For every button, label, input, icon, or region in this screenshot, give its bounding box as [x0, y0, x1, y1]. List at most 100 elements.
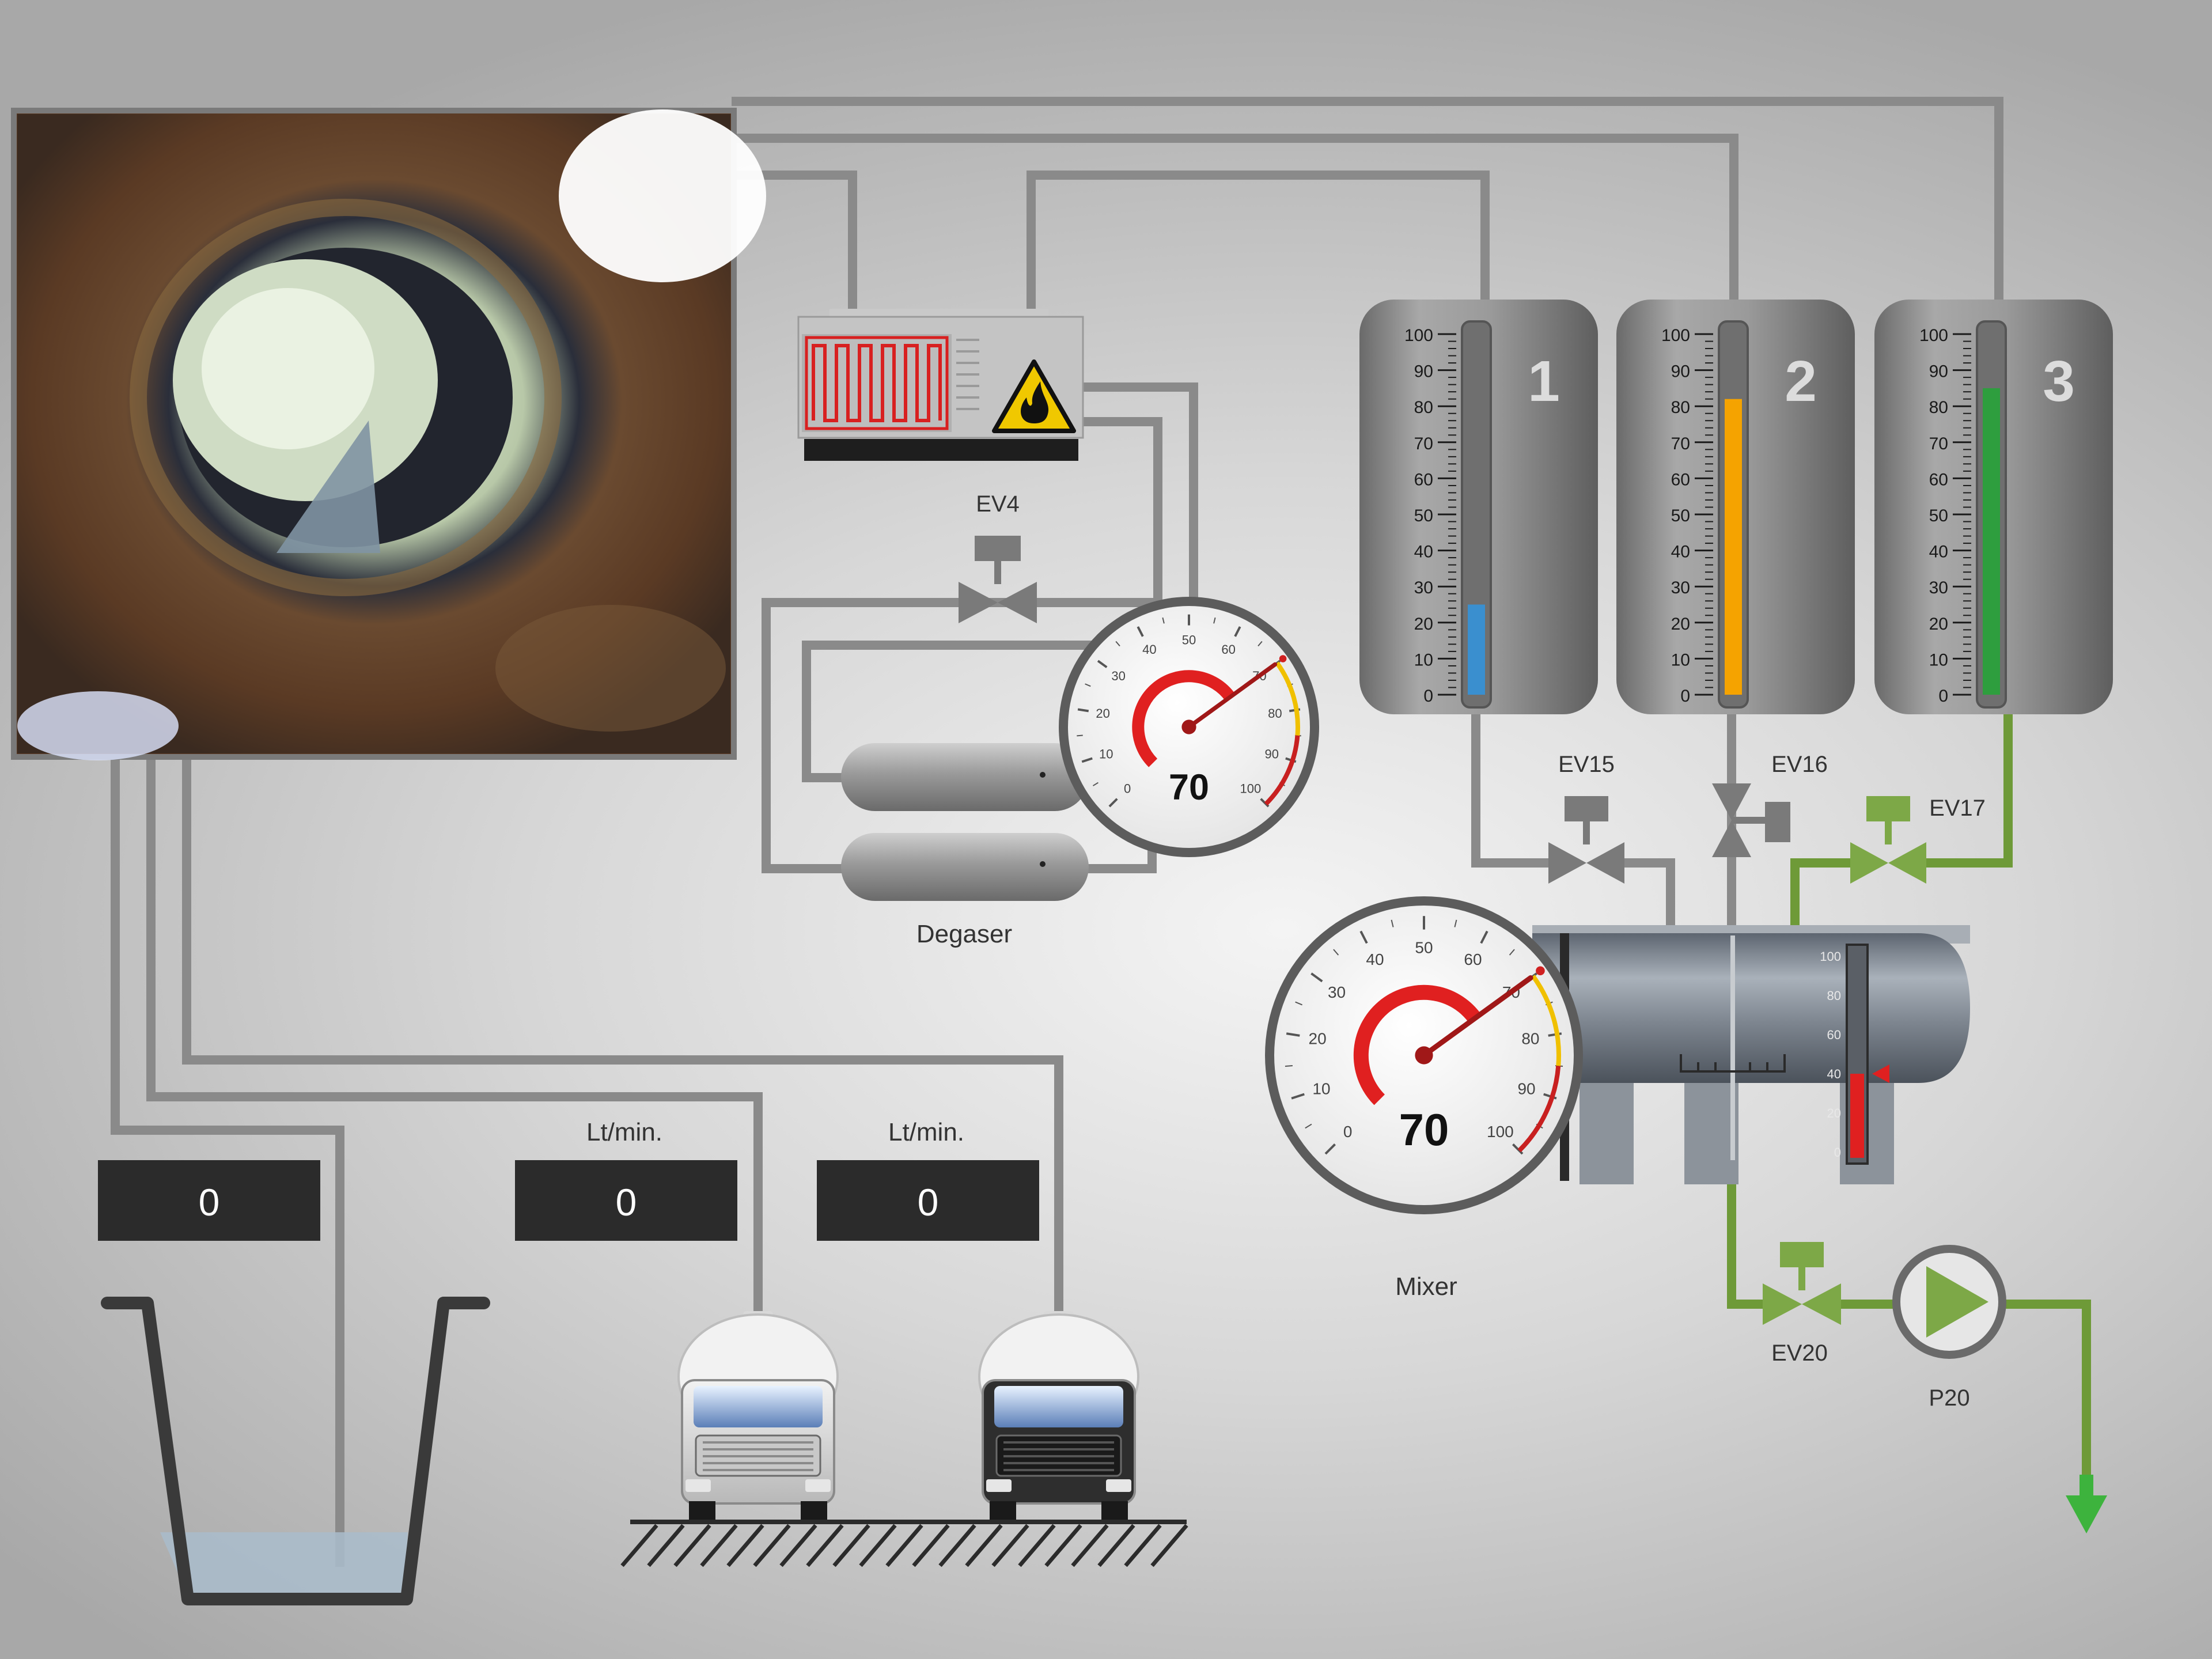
- gauge-large-tick-label: 40: [1366, 950, 1384, 968]
- hatch-line: [726, 1524, 764, 1567]
- valve-ev15[interactable]: EV15: [1548, 752, 1624, 884]
- pipe-camera-to-tank2: [732, 134, 1738, 305]
- flow-display-2-label: Lt/min.: [586, 1118, 662, 1146]
- tank-scale-label: 80: [1671, 398, 1690, 417]
- hatch-line: [779, 1524, 817, 1567]
- hatch-line: [991, 1524, 1029, 1567]
- gauge-large-tick: [1391, 919, 1394, 927]
- green-pipe-network: [1727, 714, 2091, 1480]
- valve-ev17[interactable]: EV17: [1850, 796, 1986, 884]
- gauge-large-tick: [1333, 949, 1339, 956]
- valve-ev15-label: EV15: [1558, 752, 1615, 777]
- hatch-line: [859, 1524, 897, 1567]
- gauge-small-tick-label: 100: [1240, 782, 1262, 796]
- hatch-line: [673, 1524, 711, 1567]
- truck-wheel: [1101, 1501, 1128, 1520]
- pump-p20-label: P20: [1929, 1385, 1969, 1411]
- truck-windshield: [694, 1386, 823, 1427]
- mixer-scale-label: 0: [1834, 1145, 1841, 1160]
- hatch-line: [1124, 1524, 1162, 1567]
- tanker-truck-1[interactable]: [677, 1311, 839, 1520]
- tank-scale-label: 30: [1671, 578, 1690, 597]
- pipe-pump-to-outlet: [2001, 1300, 2091, 1480]
- valve-ev20[interactable]: EV20: [1763, 1242, 1841, 1366]
- gauge-small-tick-label: 20: [1096, 706, 1109, 721]
- pipe-ev17-to-mixer: [1790, 858, 1861, 929]
- gauge-small-tick-label: 50: [1182, 633, 1196, 647]
- gauge-small-red-zone: [1264, 735, 1300, 806]
- tank-scale-label: 100: [1919, 326, 1948, 345]
- pipe-heater-to-gauge: [1083, 382, 1198, 612]
- degaser-unit[interactable]: Degaser: [841, 743, 1089, 948]
- hatch-line: [1044, 1524, 1082, 1567]
- gauge-large-tick: [1509, 949, 1515, 956]
- gauge-small-tick: [1213, 617, 1216, 624]
- gauge-large-tick-label: 80: [1521, 1030, 1539, 1048]
- tank-scale-label: 50: [1671, 506, 1690, 525]
- valve-ev4[interactable]: EV4: [959, 491, 1037, 623]
- gauge-small-needle: [1187, 662, 1278, 729]
- tank-scale-label: 40: [1671, 543, 1690, 562]
- hatch-line: [832, 1524, 870, 1567]
- valve-ev16-label: EV16: [1771, 752, 1828, 777]
- tank-scale-label: 70: [1414, 434, 1433, 453]
- flow-display-3-label: Lt/min.: [888, 1118, 964, 1146]
- tank-scale-label: 0: [1680, 687, 1690, 706]
- mixer-scale-label: 60: [1827, 1028, 1841, 1042]
- gauge-small-tick: [1092, 782, 1099, 786]
- heater-unit[interactable]: [797, 309, 1084, 461]
- gauge-large-tick: [1359, 930, 1368, 944]
- tank-scale-label: 80: [1929, 398, 1948, 417]
- pipe-tank3-to-ev17: [1918, 714, 2013, 868]
- flow-display-2: Lt/min. 0: [515, 1118, 737, 1241]
- gauge-large-tick-label: 10: [1312, 1080, 1330, 1098]
- hatch-line: [912, 1524, 950, 1567]
- gauge-large-tick-label: 30: [1328, 983, 1346, 1001]
- mixer-scale-label: 80: [1827, 988, 1841, 1003]
- tank-scale-label: 10: [1929, 650, 1948, 669]
- gauge-large-tick-label: 20: [1309, 1030, 1327, 1048]
- gauge-large-tick-label: 50: [1415, 939, 1433, 957]
- gauge-large-tick-label: 60: [1464, 950, 1482, 968]
- gauge-small-tick: [1097, 660, 1108, 668]
- hatch-line: [885, 1524, 923, 1567]
- gauge-large-red-zone: [1517, 1066, 1561, 1153]
- tank-scale-label: 40: [1414, 543, 1433, 562]
- flow-display-1: 0: [98, 1160, 320, 1241]
- truck-headlight: [805, 1479, 831, 1492]
- ground-hatch-lines: [620, 1524, 1188, 1567]
- tank-scale-label: 20: [1671, 615, 1690, 634]
- tanker-trucks: [677, 1311, 1139, 1520]
- flow-display-3: Lt/min. 0: [817, 1118, 1039, 1241]
- truck-headlight: [1106, 1479, 1131, 1492]
- pipe-camera-view[interactable]: [11, 108, 766, 760]
- hatch-line: [753, 1524, 791, 1567]
- valve-ev16[interactable]: EV16: [1712, 752, 1828, 857]
- hatch-line: [700, 1524, 738, 1567]
- tank-scale-label: 90: [1671, 362, 1690, 381]
- mixer-level-bar: [1850, 1074, 1864, 1158]
- pipe-degaser-loop: [802, 641, 1157, 873]
- gauge-large-needle: [1421, 975, 1533, 1058]
- hatch-line: [938, 1524, 976, 1567]
- hatch-line: [1097, 1524, 1135, 1567]
- pump-p20[interactable]: P20: [1892, 1245, 2006, 1411]
- gauge-large-tick-label: 100: [1487, 1123, 1514, 1141]
- gauge-small-tick: [1234, 626, 1241, 637]
- gauge-small-tick-label: 80: [1268, 706, 1282, 721]
- tanker-truck-2[interactable]: [978, 1311, 1139, 1520]
- valve-ev17-label: EV17: [1929, 796, 1986, 821]
- gauge-small-tick: [1257, 641, 1263, 647]
- mixer-scale-label: 100: [1820, 949, 1841, 964]
- down-arrow-icon: [2066, 1475, 2107, 1533]
- tank-scale-label: 30: [1414, 578, 1433, 597]
- hatch-line: [1150, 1524, 1188, 1567]
- tank-3-level-bar: [1983, 388, 2000, 695]
- tank-1-level-bar: [1468, 604, 1485, 695]
- tank-scale-label: 50: [1414, 506, 1433, 525]
- tank-scale-label: 60: [1929, 470, 1948, 489]
